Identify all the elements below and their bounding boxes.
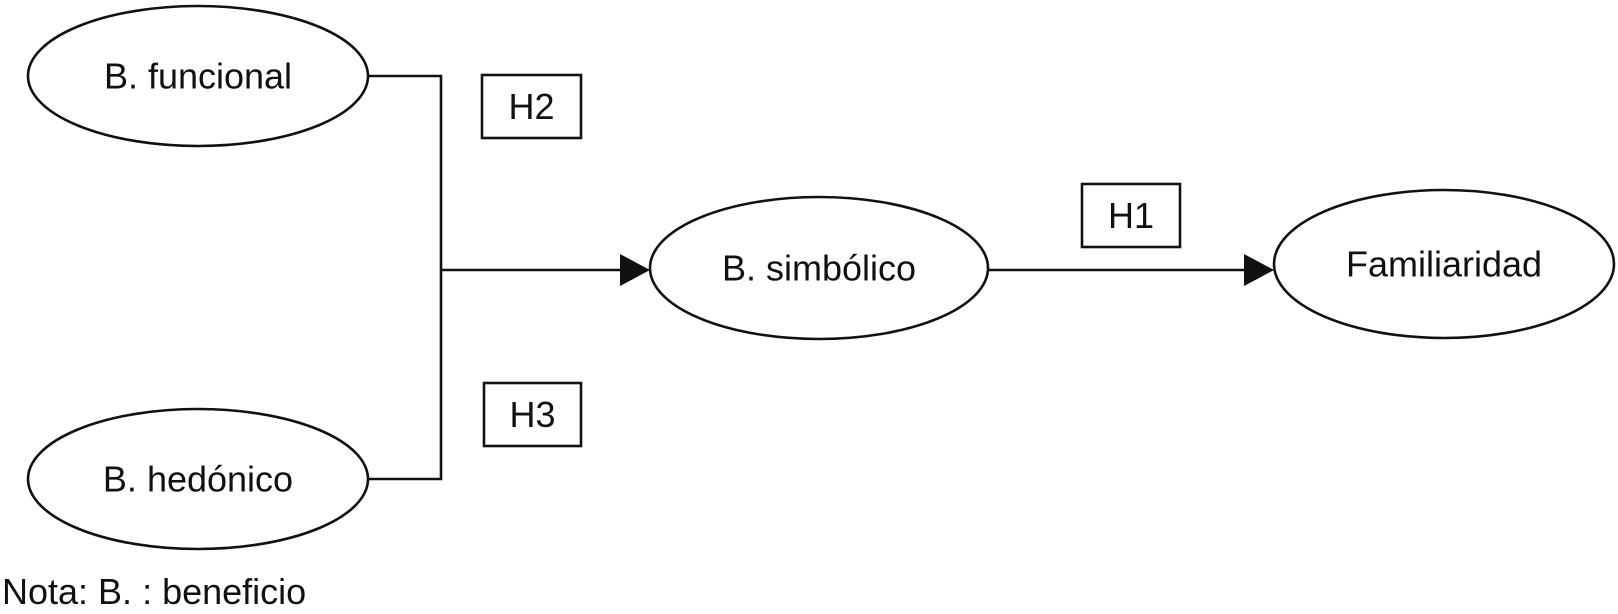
- hypothesis-h3-label: H3: [509, 394, 555, 435]
- arrowhead-to-familiaridad: [1244, 254, 1274, 286]
- connectors: [368, 74, 1274, 481]
- node-simbolico: B. simbólico: [648, 195, 990, 341]
- hypothesis-h1-box: H1: [1080, 182, 1182, 249]
- node-familiaridad: Familiaridad: [1272, 188, 1616, 340]
- node-hedonico: B. hedónico: [26, 407, 370, 551]
- hypothesis-h3-box: H3: [482, 381, 583, 448]
- hypothesis-h2-box: H2: [480, 73, 583, 140]
- connector-hedonico: [368, 270, 443, 481]
- node-familiaridad-label: Familiaridad: [1346, 244, 1542, 285]
- node-hedonico-label: B. hedónico: [103, 459, 293, 500]
- arrowhead-to-simbolico: [620, 254, 650, 286]
- hypothesis-h2-label: H2: [508, 86, 554, 127]
- footnote: Nota: B. : beneficio: [2, 571, 306, 612]
- hypothesis-h1-label: H1: [1108, 195, 1154, 236]
- node-funcional-label: B. funcional: [104, 56, 292, 97]
- node-simbolico-label: B. simbólico: [722, 248, 916, 289]
- connector-funcional: [368, 74, 443, 270]
- node-funcional: B. funcional: [26, 4, 370, 148]
